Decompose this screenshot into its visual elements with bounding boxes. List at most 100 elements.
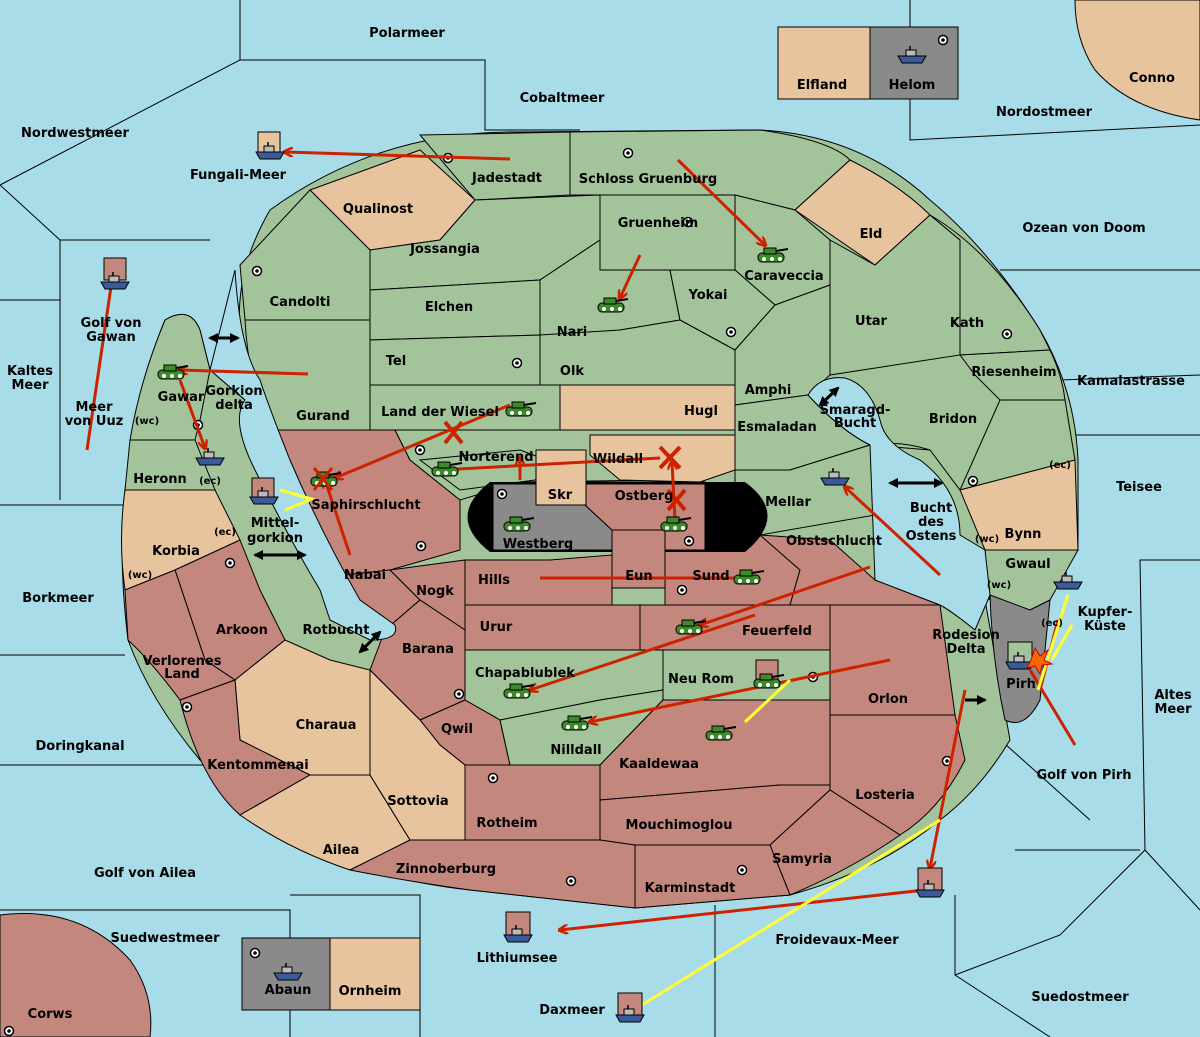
order-arrow [85, 280, 112, 451]
label-gorkion-1: Gorkion [205, 384, 262, 399]
label-heronn-ec: (ec) [199, 476, 221, 487]
label-froidevaux: Froidevaux-Meer [775, 933, 899, 948]
support-line [743, 678, 792, 724]
label-gruenheim: Gruenheim [618, 216, 698, 231]
label-korbia-wc: (wc) [128, 570, 152, 581]
label-rodesion-1: Rodesion [932, 628, 999, 643]
support-line [284, 498, 311, 512]
label-arkoon: Arkoon [216, 623, 268, 638]
label-esmaladan: Esmaladan [737, 420, 817, 435]
province-skr[interactable] [535, 449, 587, 506]
label-kaltes-2: Meer [12, 378, 50, 393]
province-kath[interactable] [929, 214, 1051, 356]
label-sund: Sund [692, 569, 729, 584]
label-fungali: Fungali-Meer [190, 168, 287, 183]
order-arrow [180, 370, 309, 376]
label-mellar: Mellar [765, 495, 811, 510]
supply-center-dot [418, 448, 422, 452]
label-gorkion-2: delta [215, 398, 253, 413]
label-uuz-2: von Uuz [65, 414, 124, 429]
order-line [1028, 669, 1077, 746]
label-elfland: Elfland [797, 78, 847, 93]
double-arrow-icon [358, 630, 382, 654]
label-zinnoberburg: Zinnoberburg [396, 862, 496, 877]
order-arrow [178, 379, 205, 448]
label-nilldall: Nilldall [550, 743, 601, 758]
province-gruenheim[interactable] [599, 194, 736, 271]
label-yokai: Yokai [687, 288, 727, 303]
label-suedostmeer: Suedostmeer [1031, 990, 1129, 1005]
province-eun-box [611, 529, 666, 589]
province-zinnoberburg[interactable] [348, 839, 636, 909]
label-corws: Corws [28, 1007, 73, 1022]
province-conno[interactable] [1074, 0, 1200, 121]
order-arrow [930, 689, 967, 868]
label-jossangia: Jossangia [409, 242, 480, 257]
province-karminstadt[interactable] [634, 844, 791, 909]
label-westberg: Westberg [503, 537, 573, 552]
supply-center-dot [687, 539, 691, 543]
province-samyria[interactable] [769, 789, 901, 896]
label-doringkanal: Doringkanal [35, 739, 124, 754]
label-bucht-2: des [918, 515, 944, 530]
supply-center-dot [500, 492, 504, 496]
province-obstschlucht[interactable] [758, 534, 941, 606]
x-mark-icon [312, 467, 334, 491]
province-corws[interactable] [0, 912, 152, 1037]
label-nordwestmeer: Nordwestmeer [21, 126, 129, 141]
label-borkmeer: Borkmeer [22, 591, 94, 606]
supply-center-dot [457, 692, 461, 696]
supply-center-dot [729, 330, 733, 334]
label-gwaul-wc: (wc) [987, 580, 1011, 591]
order-arrow [676, 158, 765, 245]
x-mark-icon [443, 420, 687, 512]
label-rotheim: Rotheim [476, 816, 537, 831]
label-hugl: Hugl [684, 404, 718, 419]
label-kath: Kath [950, 316, 984, 331]
double-arrow-icon [818, 386, 840, 407]
label-polarmeer: Polarmeer [369, 26, 445, 41]
order-arrow [590, 658, 891, 722]
label-verlorenes-1: Verlorenes [142, 654, 221, 669]
supply-center-dot [971, 479, 975, 483]
label-tel: Tel [386, 354, 406, 369]
label-skr: Skr [548, 488, 573, 503]
province-verlorenes-land[interactable] [124, 569, 237, 701]
label-amphi: Amphi [745, 383, 792, 398]
province-elfland[interactable] [777, 26, 871, 100]
label-gwaul-ec: (ec) [1041, 618, 1063, 629]
label-golf-pirh: Golf von Pirh [1036, 768, 1131, 783]
label-lithiumsee: Lithiumsee [477, 951, 558, 966]
label-kentommenai: Kentommenai [207, 758, 308, 773]
label-obstschlucht: Obstschlucht [786, 534, 882, 549]
order-arrow [845, 487, 942, 577]
label-gawar-wc: (wc) [135, 416, 159, 427]
label-korbia-ec: (ec) [214, 527, 236, 538]
label-bucht-3: Ostens [906, 529, 957, 544]
supply-center-dot [569, 879, 573, 883]
label-feuerfeld: Feuerfeld [742, 624, 812, 639]
order-arrow [672, 462, 675, 521]
label-golf-gawan-1: Golf von [81, 316, 142, 331]
label-ornheim: Ornheim [339, 984, 402, 999]
label-kaaldewaa: Kaaldewaa [619, 757, 699, 772]
supply-center-dot [1005, 332, 1009, 336]
label-nordostmeer: Nordostmeer [996, 105, 1093, 120]
province-ornheim[interactable] [329, 937, 421, 1011]
label-ostberg: Ostberg [615, 489, 674, 504]
order-arrow [335, 403, 511, 478]
label-daxmeer: Daxmeer [539, 1003, 605, 1018]
label-altes-2: Meer [1155, 702, 1193, 717]
order-arrow [620, 254, 642, 298]
label-pirh: Pirh [1006, 677, 1036, 692]
order-arrow [530, 613, 756, 690]
order-arrow [560, 888, 926, 930]
supply-center-dot [945, 759, 949, 763]
label-hills: Hills [478, 573, 510, 588]
province-candolti[interactable] [239, 189, 371, 321]
label-bynn-wc: (wc) [975, 534, 999, 545]
supply-center-dot [253, 951, 257, 955]
label-chapablublek: Chapablublek [475, 666, 575, 681]
label-suedwestmeer: Suedwestmeer [110, 931, 220, 946]
